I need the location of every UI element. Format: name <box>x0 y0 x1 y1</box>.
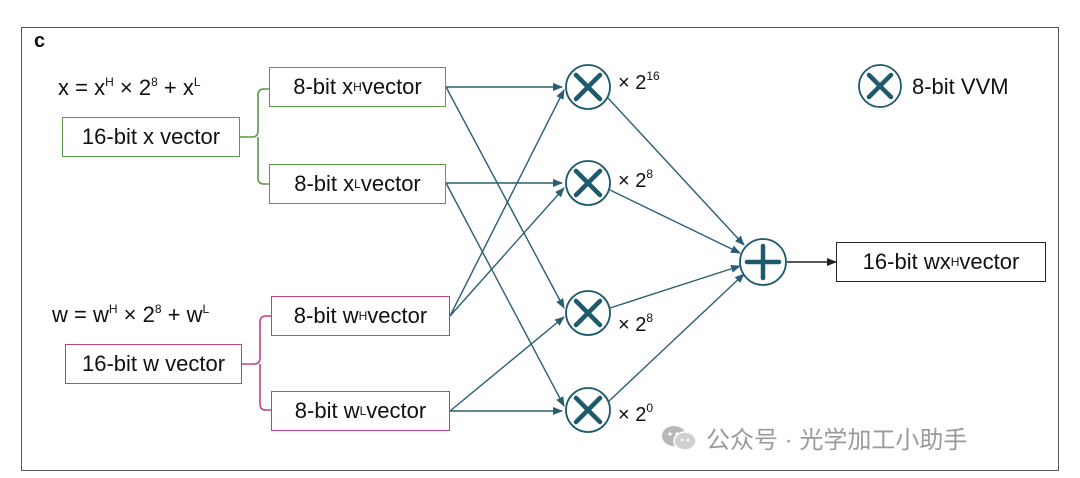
wire-m3-add <box>609 264 741 309</box>
scale-label-3: × 28 <box>618 311 654 336</box>
wire-wH-m2 <box>449 187 565 317</box>
multiplier-1-icon <box>565 64 611 110</box>
w-split-bracket <box>242 315 272 411</box>
wire-wL-m3 <box>449 316 565 412</box>
figure-frame <box>21 27 1059 471</box>
wire-m4-add <box>607 273 745 403</box>
scale-label-2: × 28 <box>618 167 654 192</box>
panel-letter: c <box>34 30 46 52</box>
wire-wH-m1 <box>449 89 565 317</box>
x-equation: x = xH × 28 + xL <box>58 75 201 100</box>
scale-label-1: × 216 <box>618 69 660 94</box>
adder-icon <box>739 238 787 286</box>
multiplier-4-icon <box>565 387 611 433</box>
x16-box: 16-bit x vector <box>62 117 240 157</box>
multiplier-2-icon <box>565 160 611 206</box>
wire-m2-add <box>609 189 741 254</box>
watermark-text: 公众号 · 光学加工小助手 <box>706 427 968 454</box>
w-equation: w = wH × 28 + wL <box>52 302 210 327</box>
w16-box: 16-bit w vector <box>65 344 242 384</box>
multiplier-3-icon <box>565 290 611 336</box>
wire-m1-add <box>607 97 745 246</box>
wechat-icon <box>662 425 697 451</box>
legend-multiply-circle-icon <box>858 64 902 108</box>
x-split-bracket <box>240 88 270 185</box>
watermark: 公众号 · 光学加工小助手 <box>660 420 967 455</box>
legend-label: 8-bit VVM <box>912 74 1009 99</box>
wire-xL-m4 <box>445 182 565 407</box>
scale-label-4: × 20 <box>618 401 654 426</box>
wire-xH-m3 <box>445 86 565 309</box>
